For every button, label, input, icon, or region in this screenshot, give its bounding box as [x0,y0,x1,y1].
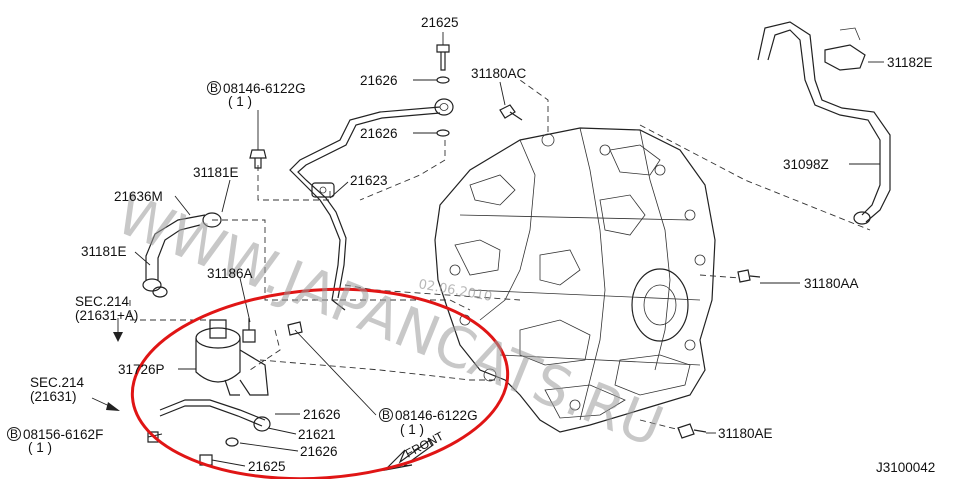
vent-hose-31098Z [757,21,891,225]
sec214-b-ref: (21631) [30,389,77,404]
bolt-08146-low [287,321,303,336]
transmission-housing [434,127,716,433]
leader-lines [91,32,884,467]
sec214-a-label[interactable]: SEC.214 [75,294,130,309]
callout-08146-top-qty: ( 1 ) [228,94,252,109]
callout-31181E-top[interactable]: 31181E [193,165,239,180]
highlight-ellipse [130,287,510,479]
bolt-31180AE [677,423,707,439]
bolt-marker-low: B [379,408,393,422]
callout-31180AA[interactable]: 31180AA [804,276,859,291]
callout-31182E[interactable]: 31182E [887,55,933,70]
callout-08156-qty: ( 1 ) [28,440,52,455]
sec214-b-label[interactable]: SEC.214 [30,375,85,390]
svg-text:B: B [382,408,390,422]
callout-21626-top[interactable]: 21626 [360,73,398,88]
callout-31098Z[interactable]: 31098Z [783,157,829,172]
callout-21626-low[interactable]: 21626 [303,407,341,422]
sec214-a-ref: (21631+A) [75,308,138,323]
diagram-id: J3100042 [876,460,935,475]
callout-31180AC[interactable]: 31180AC [471,66,527,81]
callout-21625-bot[interactable]: 21625 [248,459,286,474]
bolt-marker-08156: B [7,427,21,441]
front-arrow [383,439,434,471]
tube-21621 [147,399,271,466]
bolt-31180AA [737,269,761,283]
callout-labels: 21625 21626 21626 31180AC B 08146-6122G … [7,15,935,475]
callout-21626-bot[interactable]: 21626 [300,444,338,459]
bolt-31186A [242,318,256,343]
callout-08146-low-qty: ( 1 ) [400,422,424,437]
callout-31186A[interactable]: 31186A [207,266,253,281]
oil-filter-31726P [195,319,269,396]
callout-21623[interactable]: 21623 [350,173,388,188]
callout-21636M[interactable]: 21636M [114,189,163,204]
oil-cooler-tube-21623 [289,106,441,311]
callout-08146-top[interactable]: 08146-6122G [223,81,306,96]
callout-21626-mid[interactable]: 21626 [360,126,398,141]
svg-text:B: B [210,81,218,95]
callout-08156[interactable]: 08156-6162F [23,427,103,442]
callout-31180AE[interactable]: 31180AE [718,426,773,441]
bolt-08146-top [249,149,267,169]
callout-31181E-left[interactable]: 31181E [81,244,127,259]
callout-31726P[interactable]: 31726P [118,362,165,377]
bolt-marker-top: B [207,81,221,95]
dashed-reference-lines [129,79,871,431]
clip-31182E [824,27,866,71]
callout-21625-top[interactable]: 21625 [421,15,459,30]
banjo-connector-top [434,44,454,137]
bolt-31180AC [499,104,523,121]
svg-text:B: B [10,427,18,441]
hose-21636M [142,212,222,298]
callout-08146-low[interactable]: 08146-6122G [395,408,478,423]
callout-21621[interactable]: 21621 [298,427,336,442]
